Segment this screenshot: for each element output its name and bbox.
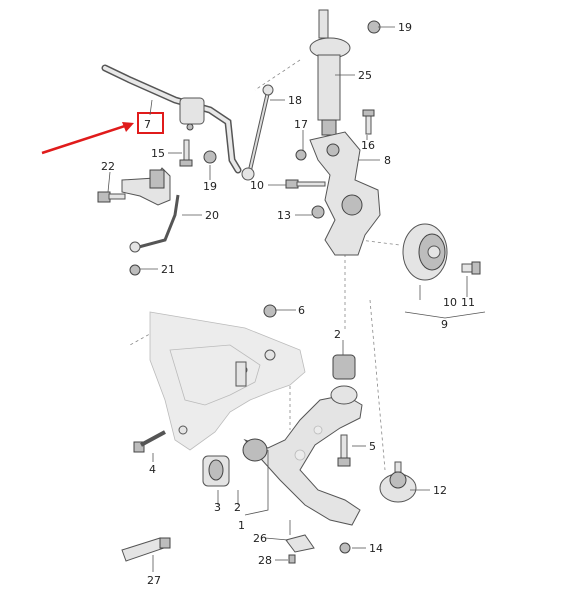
callout-7: 7 [144, 118, 151, 131]
callout-6: 6 [298, 304, 305, 317]
callout-26: 26 [253, 532, 267, 545]
ball-joint [379, 461, 417, 503]
callout-18: 18 [288, 94, 302, 107]
callout-10: 10 [250, 179, 264, 192]
guard-plate [285, 534, 315, 553]
callout-3: 3 [214, 501, 221, 514]
callout-27: 27 [147, 574, 161, 587]
stabilizer-bar [101, 64, 242, 174]
nut-6 [263, 304, 277, 318]
nut-14 [339, 542, 351, 554]
callout-11: 11 [461, 296, 475, 309]
callout-4: 4 [149, 463, 156, 476]
callout-21: 21 [161, 263, 175, 276]
callout-19: 19 [203, 180, 217, 193]
callout-28: 28 [258, 554, 272, 567]
shock-absorber-strut [309, 9, 351, 136]
bolt-10 [285, 179, 299, 189]
subframe-bushing-post [235, 361, 247, 387]
callout-8: 8 [384, 154, 391, 167]
coupling-rod [241, 84, 274, 181]
callout-19: 19 [398, 21, 412, 34]
callout-9: 9 [441, 318, 448, 331]
bolt-4 [133, 441, 145, 453]
bolt-22 [97, 191, 111, 203]
callout-25: 25 [358, 69, 372, 82]
callout-14: 14 [369, 542, 383, 555]
stabilizer-bushing-clamp [179, 97, 205, 125]
subframe [149, 311, 306, 451]
bushing-front-core [208, 459, 224, 481]
callout-labels: 19 25 18 7 17 15 16 8 22 19 10 20 13 21 … [101, 21, 475, 587]
callout-16: 16 [361, 139, 375, 152]
nut-21 [129, 264, 141, 276]
callout-20: 20 [205, 209, 219, 222]
callout-2: 2 [334, 328, 341, 341]
callout-10: 10 [443, 296, 457, 309]
callout-17: 17 [294, 118, 308, 131]
wishbone [242, 394, 363, 526]
leader-lines [107, 26, 486, 572]
red-arrow [41, 122, 134, 155]
callout-5: 5 [369, 440, 376, 453]
level-sensor-bracket [121, 167, 180, 253]
bolt-28 [288, 554, 296, 564]
nut-17 [295, 149, 307, 161]
bolts [97, 109, 481, 467]
clamp-bolt-hole [186, 123, 194, 131]
subframe-hole [264, 349, 276, 361]
callout-22: 22 [101, 160, 115, 173]
bushing-upper [332, 354, 356, 380]
callout-13: 13 [277, 209, 291, 222]
subframe-hole [178, 425, 188, 435]
nuts [129, 20, 381, 564]
callout-15: 15 [151, 147, 165, 160]
nut-19-lower [203, 150, 217, 164]
grease-tube [121, 537, 171, 562]
callout-12: 12 [433, 484, 447, 497]
callout-2: 2 [234, 501, 241, 514]
callout-1: 1 [238, 519, 245, 532]
nut-13 [311, 205, 325, 219]
bushing-mount [330, 385, 358, 405]
wheel-hub [402, 223, 448, 281]
